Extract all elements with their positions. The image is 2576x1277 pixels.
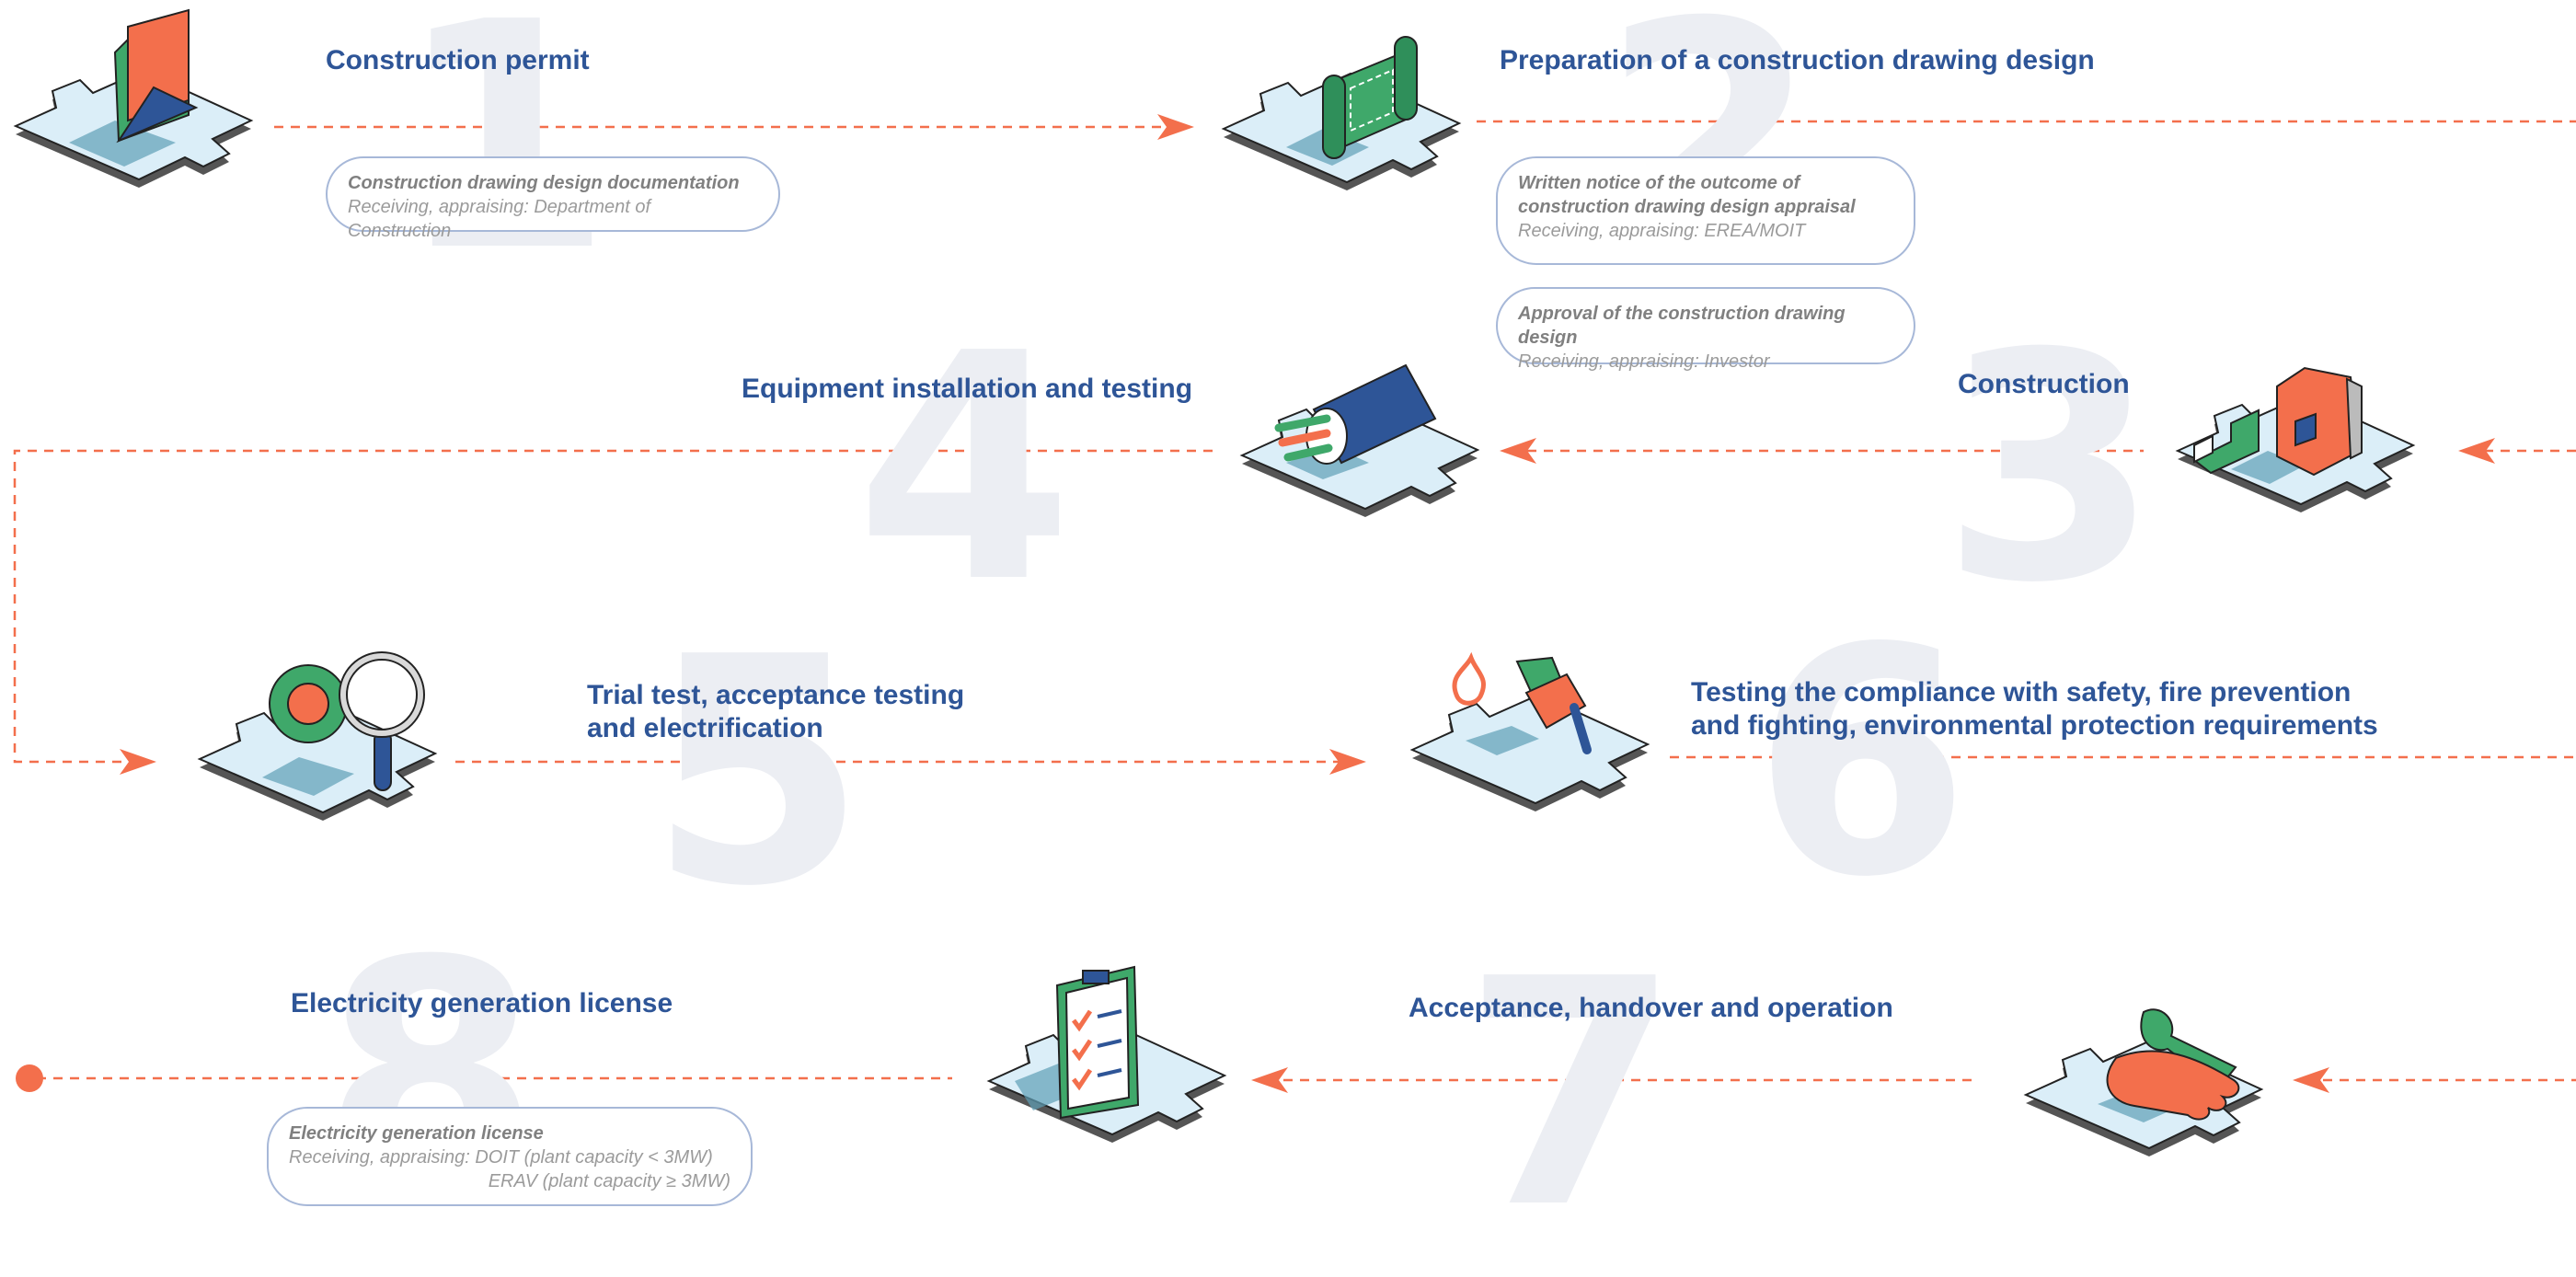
receiver-text: Receiving, appraising: Department of Con… (348, 197, 651, 241)
document-name: Written notice of the outcome of constru… (1518, 173, 1856, 217)
step-1-document-box: Construction drawing design documentatio… (326, 156, 780, 241)
bricks-cement-icon (2175, 366, 2416, 512)
step-2-document-box-2: Approval of the construction drawing des… (1496, 287, 1915, 372)
checklist-clipboard-icon (986, 965, 1227, 1143)
fire-extinguisher-icon (1409, 651, 1650, 811)
gear-magnifier-icon (197, 651, 438, 821)
blueprint-scroll-icon (1221, 36, 1462, 190)
receiver-text-2: ERAV (plant capacity ≥ 3MW) (488, 1171, 730, 1191)
step-2-title: Preparation of a construction drawing de… (1500, 45, 2095, 75)
step-4-number: 4 (856, 287, 1074, 651)
arrow-to-step-3 (2458, 438, 2495, 464)
step-2-document-box-1: Written notice of the outcome of constru… (1496, 156, 1915, 265)
document-envelope-icon (13, 8, 254, 188)
hand-key-icon (2023, 1008, 2264, 1156)
step-8-document-box: Electricity generation license Receiving… (267, 1107, 753, 1206)
flow-end-dot (16, 1064, 43, 1092)
step-3-number: 3 (1941, 287, 2159, 651)
step-1-title: Construction permit (326, 45, 590, 75)
arrow-to-step-6 (1329, 749, 1366, 775)
arrow-to-step-5 (120, 749, 156, 775)
arrow-to-step-8 (1251, 1067, 1288, 1093)
document-name: Construction drawing design documentatio… (348, 173, 740, 193)
receiver-text: Receiving, appraising: DOIT (plant capac… (289, 1147, 713, 1168)
connector-4-5 (13, 449, 1213, 764)
cable-icon (1239, 363, 1480, 517)
receiver-text: Receiving, appraising: Investor (1518, 351, 1770, 372)
step-1-number: 1 (396, 0, 614, 294)
arrow-to-step-2 (1157, 114, 1194, 140)
step-6-title: Testing the compliance with safety, fire… (1691, 677, 2378, 741)
arrow-to-step-4 (1500, 438, 1536, 464)
document-name: Approval of the construction drawing des… (1518, 304, 1846, 348)
step-7-number: 7 (1463, 913, 1681, 1277)
step-6-number: 6 (1753, 581, 1971, 946)
step-5-number: 5 (649, 591, 867, 955)
step-3-title: Construction (1958, 369, 2130, 399)
step-7-title: Acceptance, handover and operation (1409, 993, 1893, 1023)
step-5-title: Trial test, acceptance testing and elect… (587, 680, 965, 743)
flow-connectors (13, 114, 2576, 1093)
arrow-to-step-7 (2293, 1067, 2329, 1093)
document-name: Electricity generation license (289, 1123, 544, 1144)
step-4-title: Equipment installation and testing (742, 374, 1193, 404)
step-8-title: Electricity generation license (291, 988, 673, 1018)
receiver-text: Receiving, appraising: EREA/MOIT (1518, 221, 1806, 241)
